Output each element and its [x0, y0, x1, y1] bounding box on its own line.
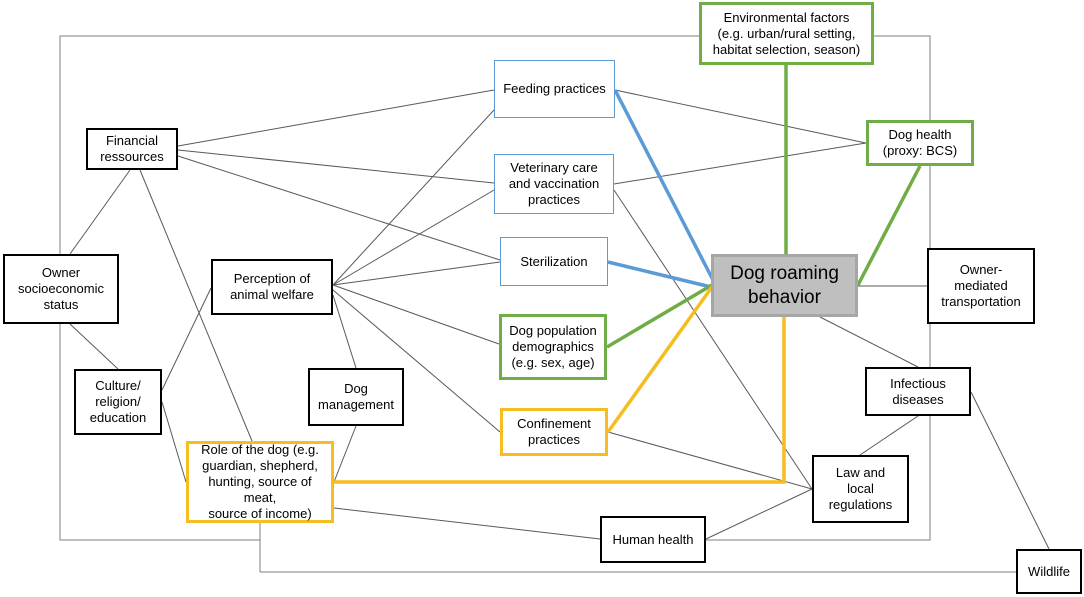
link-vet-doghealth	[613, 142, 867, 185]
node-veterinary-care: Veterinary care and vaccination practice…	[494, 154, 614, 214]
link-feeding-roaming	[613, 89, 715, 281]
link-culture-perception	[161, 287, 212, 391]
link-doghealth-roaming	[856, 165, 922, 286]
link-confinement-law	[607, 431, 813, 490]
node-human-health: Human health	[600, 516, 706, 563]
link-owner-culture	[69, 323, 119, 370]
link-financial-role	[139, 169, 253, 442]
link-perception-sterilization	[332, 261, 501, 286]
node-owner-mediated-transportation: Owner- mediated transportation	[927, 248, 1035, 324]
node-law-and-local-regulations: Law and local regulations	[812, 455, 909, 523]
link-roaming-infectious	[819, 316, 919, 368]
link-vet-law	[613, 189, 813, 490]
node-sterilization: Sterilization	[500, 237, 608, 286]
link-sterilization-roaming	[607, 260, 712, 289]
node-environmental-factors: Environmental factors (e.g. urban/rural …	[699, 2, 874, 65]
node-dog-population-demographics: Dog population demographics (e.g. sex, a…	[499, 314, 607, 380]
node-dog-management: Dog management	[308, 368, 404, 426]
link-role-humanhealth	[333, 507, 601, 540]
link-humanhealth-law	[705, 488, 813, 540]
link-infectious-law	[859, 415, 919, 456]
link-management-role	[333, 425, 357, 483]
link-financial-vet	[177, 149, 495, 184]
node-financial-ressources: Financial ressources	[86, 128, 178, 170]
link-perception-confinement	[332, 289, 501, 433]
node-role-of-the-dog: Role of the dog (e.g. guardian, shepherd…	[186, 441, 334, 523]
link-infectious-wildlife	[970, 391, 1050, 550]
link-role-roaming	[334, 317, 786, 484]
link-perception-demographics	[332, 284, 500, 345]
node-infectious-diseases: Infectious diseases	[865, 367, 971, 416]
node-dog-health: Dog health (proxy: BCS)	[866, 120, 974, 166]
link-financial-sterilization	[177, 155, 501, 261]
link-financial-owner	[69, 169, 131, 255]
node-perception-of-animal-welfare: Perception of animal welfare	[211, 259, 333, 315]
link-feeding-doghealth	[614, 89, 867, 144]
link-perception-management	[332, 294, 357, 369]
outer-frame	[59, 35, 931, 541]
node-confinement-practices: Confinement practices	[500, 408, 608, 456]
node-culture-religion-education: Culture/ religion/ education	[74, 369, 162, 435]
link-financial-feeding	[177, 89, 495, 147]
node-owner-socioeconomic-status: Owner socioeconomic status	[3, 254, 119, 324]
node-feeding-practices: Feeding practices	[494, 60, 615, 118]
node-dog-roaming-behavior: Dog roaming behavior	[711, 254, 858, 317]
link-perception-feeding	[332, 109, 495, 286]
link-demographics-roaming	[606, 283, 713, 349]
link-perception-vet	[332, 189, 495, 286]
link-culture-role	[161, 401, 187, 483]
node-wildlife: Wildlife	[1016, 549, 1082, 594]
link-confinement-roaming	[606, 285, 714, 434]
